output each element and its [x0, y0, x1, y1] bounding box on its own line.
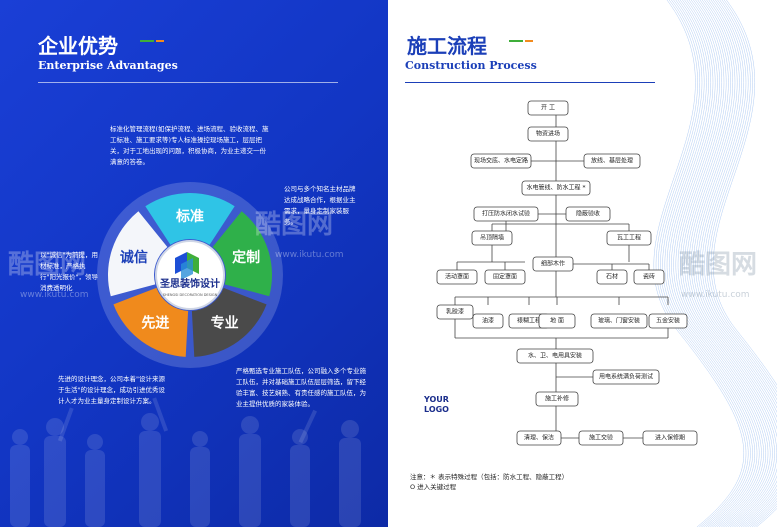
wheel-label-standard: 标准: [175, 208, 204, 225]
flow-label-woodwork: 细部木作: [541, 260, 565, 268]
flow-box-acceptance: [578, 430, 624, 446]
left-title-en: Enterprise Advantages: [38, 59, 178, 72]
watermark-right-url: www.ikutu.com: [681, 290, 750, 300]
left-title-cn: 企业优势: [38, 34, 118, 58]
watermark-left-url: www.ikutu.com: [20, 290, 89, 300]
flow-label-paper: 裱糊工程: [517, 317, 541, 325]
flow-box-porcelain: [633, 269, 665, 285]
flow-label-start: 开 工: [541, 105, 555, 112]
logo-line1: YOUR: [424, 395, 449, 404]
crowd-silhouette: [10, 397, 361, 527]
flow-label-handover: 现场交底、水电定路: [474, 157, 528, 165]
flow-box-cabinet: [436, 269, 478, 285]
wheel-logo-cn: 圣思装饰设计: [160, 277, 220, 290]
note-line1: 注意：＊ 表示特殊过程（包括：防水工程、隐蔽工程）: [410, 473, 569, 481]
left-divider: [38, 82, 338, 83]
flow-label-fixed: 固定罩面: [493, 273, 517, 281]
flow-label-warranty: 进入保修期: [655, 434, 685, 442]
flow-label-layout: 放线、基层处理: [591, 157, 633, 165]
flow-box-woodwork: [532, 256, 574, 272]
flow-box-fixtures: [516, 348, 594, 364]
watermark-left: 酷图网: [8, 250, 87, 280]
wheel-label-integrity: 诚信: [120, 249, 148, 266]
right-title-en: Construction Process: [405, 59, 537, 72]
flow-label-latex: 乳胶漆: [446, 308, 464, 316]
wheel-segment-advanced: [113, 287, 189, 357]
watermark-right: 酷图网: [679, 250, 758, 280]
flow-note: 注意：＊ 表示特殊过程（包括：防水工程、隐蔽工程） O 进入关键过程: [410, 472, 568, 492]
flow-box-glass: [590, 313, 648, 329]
flow-box-clean: [516, 430, 562, 446]
accent-green-right: [509, 40, 523, 42]
flow-label-ceiling: 吊顶隔墙: [480, 234, 504, 242]
watermark-left-2-url: www.ikutu.com: [275, 250, 344, 260]
wheel-label-professional: 专业: [211, 315, 239, 332]
para-standard: 标准化管理流程(如保护流程、进场流程、验收流程、施工标准、施工要求等)专人标准操…: [110, 125, 269, 166]
flow-box-fixed: [484, 269, 526, 285]
logo-line2: LOGO: [424, 405, 449, 414]
wheel-segment-professional: [191, 287, 267, 357]
para-professional: 严格甄选专业施工队伍，公司融入多个专业施工队伍，并对基础施工队伍层层筛选，留下经…: [236, 367, 366, 408]
flow-box-paint: [472, 313, 504, 329]
flow-label-paint: 油漆: [482, 317, 494, 325]
wheel-logo-en: SHENGSI DECORATION DESIGN: [163, 293, 218, 297]
flow-label-glass: 玻璃、门窗安装: [598, 317, 640, 325]
flow-box-pressure-test: [473, 206, 539, 222]
wheel-segment-custom: [212, 211, 272, 297]
flow-box-concealed: [565, 206, 611, 222]
flow-box-tile: [606, 230, 652, 246]
flow-label-porcelain: 瓷砖: [643, 273, 655, 281]
flow-label-concealed: 隐蔽验收: [576, 210, 600, 218]
flow-box-floor: [538, 313, 576, 329]
brand-logo-icon: [175, 252, 199, 280]
flow-box-latex: [436, 304, 474, 320]
flow-box-load-test: [592, 369, 660, 385]
para-advanced: 先进的设计理念，公司本着"设计来源于生活"的设计理念，成功引进优秀设计人才为业主…: [58, 375, 165, 405]
wheel-segment-standard: [145, 193, 235, 245]
accent-green: [140, 40, 154, 42]
flow-box-stone: [596, 269, 628, 285]
wheel-label-custom: 定制: [232, 249, 260, 266]
wheel-segment-integrity: [108, 211, 168, 297]
flow-label-waterproof: 水电管线、防水工程 *: [527, 184, 586, 192]
wheel-label-advanced: 先进: [141, 315, 169, 332]
flow-box-waterproof: [521, 180, 591, 196]
note-line2: O 进入关键过程: [410, 483, 457, 491]
right-divider: [405, 82, 655, 83]
flow-box-handover: [470, 153, 532, 169]
your-logo: YOUR LOGO: [424, 395, 449, 415]
flow-label-acceptance: 施工交验: [589, 434, 613, 442]
flow-box-ceiling: [471, 230, 513, 246]
flow-box-hardware: [648, 313, 688, 329]
flow-label-pressure-test: 打压防水闭水试验: [482, 210, 530, 218]
flow-label-clean: 清理、保洁: [524, 434, 554, 442]
flow-box-repair: [535, 391, 579, 407]
flow-label-floor: 地 面: [550, 317, 564, 325]
para-custom: 公司与多个知名主材品牌达成战略合作，根据业主需求，量身定制家装服务。: [284, 185, 356, 226]
flow-label-tile: 瓦工工程: [617, 234, 641, 242]
flow-box-layout: [583, 153, 641, 169]
flow-label-stone: 石材: [606, 273, 618, 281]
para-integrity: 以"诚信"为前提，用材标准，严格执行"阳光报价"，领导消费透明化: [40, 251, 98, 292]
flow-label-materials: 物资进场: [536, 130, 560, 138]
right-title-cn: 施工流程: [407, 34, 487, 58]
flow-label-hardware: 五金安装: [656, 317, 680, 325]
flow-label-fixtures: 水、卫、电用具安装: [528, 352, 582, 360]
accent-orange: [156, 40, 164, 42]
left-page: 企业优势 Enterprise Advantages 标准化管理流程(如保护流程…: [0, 0, 388, 527]
flow-label-load-test: 用电系统满负荷测试: [599, 373, 653, 381]
flow-box-warranty: [642, 430, 698, 446]
flow-box-start: [527, 100, 569, 116]
flow-box-materials: [527, 126, 569, 142]
flow-label-repair: 施工补修: [545, 395, 569, 403]
accent-orange-right: [525, 40, 533, 42]
flow-label-cabinet: 活动罩面: [445, 273, 469, 281]
watermark-left-2: 酷图网: [255, 210, 334, 240]
wave-decoration: [653, 0, 777, 527]
